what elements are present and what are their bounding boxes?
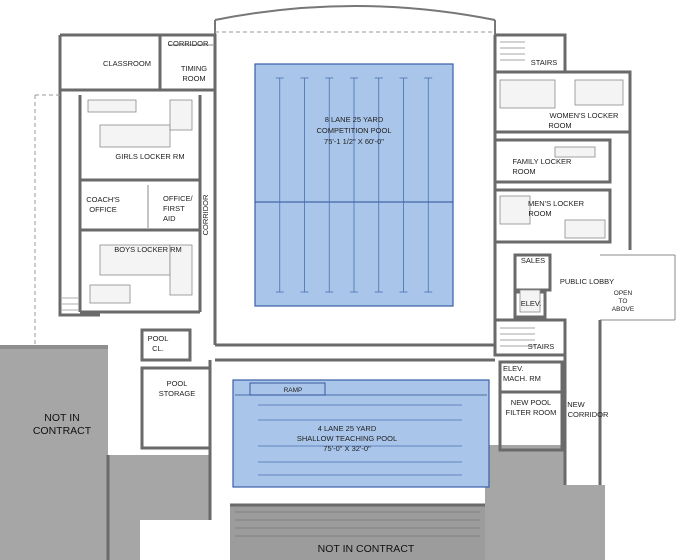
public-lobby-label: PUBLIC LOBBY <box>560 277 614 286</box>
teaching-pool-dimensions: 75'-0" X 32'-0" <box>323 444 371 453</box>
not-in-contract-left-line1: NOT IN <box>44 412 79 424</box>
mens-locker-label-line2: ROOM <box>528 209 551 218</box>
family-locker-label-line1: FAMILY LOCKER <box>513 157 572 166</box>
pool-cl-label-line1: POOL <box>148 334 169 343</box>
competition-pool-dimensions: 75'-1 1/2" X 60'-0" <box>324 137 384 146</box>
coachs-office-label-line2: OFFICE <box>89 205 117 214</box>
stairs-top-label: STAIRS <box>531 58 558 67</box>
elev-mach-rm-label-line1: ELEV. <box>503 364 524 373</box>
coachs-office-label-line1: COACH'S <box>86 195 120 204</box>
stairs-hatch <box>62 41 535 347</box>
dashed-outline <box>34 94 60 345</box>
teaching-pool: RAMP 4 LANE 25 YARD SHALLOW TEACHING POO… <box>232 379 490 488</box>
stairs-lower-label: STAIRS <box>528 342 555 351</box>
new-corridor-label-line1: NEW <box>567 400 585 409</box>
pool-storage-label-line1: POOL <box>167 379 188 388</box>
office-first-aid-label-line2: FIRST <box>163 204 185 213</box>
office-first-aid-label-line1: OFFICE/ <box>163 194 193 203</box>
new-corridor-label-line2: CORRIDOR <box>568 410 609 419</box>
teaching-pool-lane-lines <box>258 404 462 476</box>
teaching-pool-label-line2: SHALLOW TEACHING POOL <box>297 434 397 443</box>
ramp-label: RAMP <box>284 387 303 394</box>
new-pool-filter-label-line1: NEW POOL <box>511 398 551 407</box>
competition-pool-lane-lines <box>275 77 433 293</box>
family-locker-label-line2: ROOM <box>512 167 535 176</box>
mens-locker-label-line1: MEN'S LOCKER <box>528 199 585 208</box>
office-first-aid-label-line3: AID <box>163 214 176 223</box>
competition-pool-label-line2: COMPETITION POOL <box>316 126 391 135</box>
elev-label: ELEV. <box>521 299 542 308</box>
new-pool-filter-label-line2: FILTER ROOM <box>506 408 557 417</box>
walls <box>58 33 676 560</box>
sales-label: SALES <box>521 256 545 265</box>
womens-locker-label-line1: WOMEN'S LOCKER <box>550 111 620 120</box>
classroom-label: CLASSROOM <box>103 59 151 68</box>
womens-locker-label-line2: ROOM <box>548 121 571 130</box>
timing-room-label-line1: TIMING <box>181 64 207 73</box>
open-to-above-line1: OPEN <box>614 290 633 297</box>
elev-mach-rm-label-line2: MACH. RM <box>503 374 541 383</box>
teaching-pool-label-line1: 4 LANE 25 YARD <box>318 424 377 433</box>
corridor-top-label: CORRIDOR <box>168 39 209 48</box>
timing-room-label-line2: ROOM <box>182 74 205 83</box>
competition-pool-label-line1: 8 LANE 25 YARD <box>325 115 384 124</box>
pool-cl-label-line2: CL. <box>152 344 164 353</box>
locker-fixtures <box>87 79 624 313</box>
bleachers <box>235 511 480 537</box>
not-in-contract-bottom: NOT IN CONTRACT <box>318 543 415 555</box>
not-in-contract-left-line2: CONTRACT <box>33 425 92 437</box>
not-in-contract-zones <box>0 345 605 560</box>
competition-pool: 8 LANE 25 YARD COMPETITION POOL 75'-1 1/… <box>254 63 454 307</box>
corridor-vertical-label: CORRIDOR <box>201 194 210 235</box>
girls-locker-label: GIRLS LOCKER RM <box>115 152 184 161</box>
open-to-above-line2: TO <box>619 298 628 305</box>
pool-storage-label-line2: STORAGE <box>159 389 196 398</box>
boys-locker-label: BOYS LOCKER RM <box>114 245 182 254</box>
open-to-above-line3: ABOVE <box>612 306 635 313</box>
roof-arch <box>214 5 496 35</box>
